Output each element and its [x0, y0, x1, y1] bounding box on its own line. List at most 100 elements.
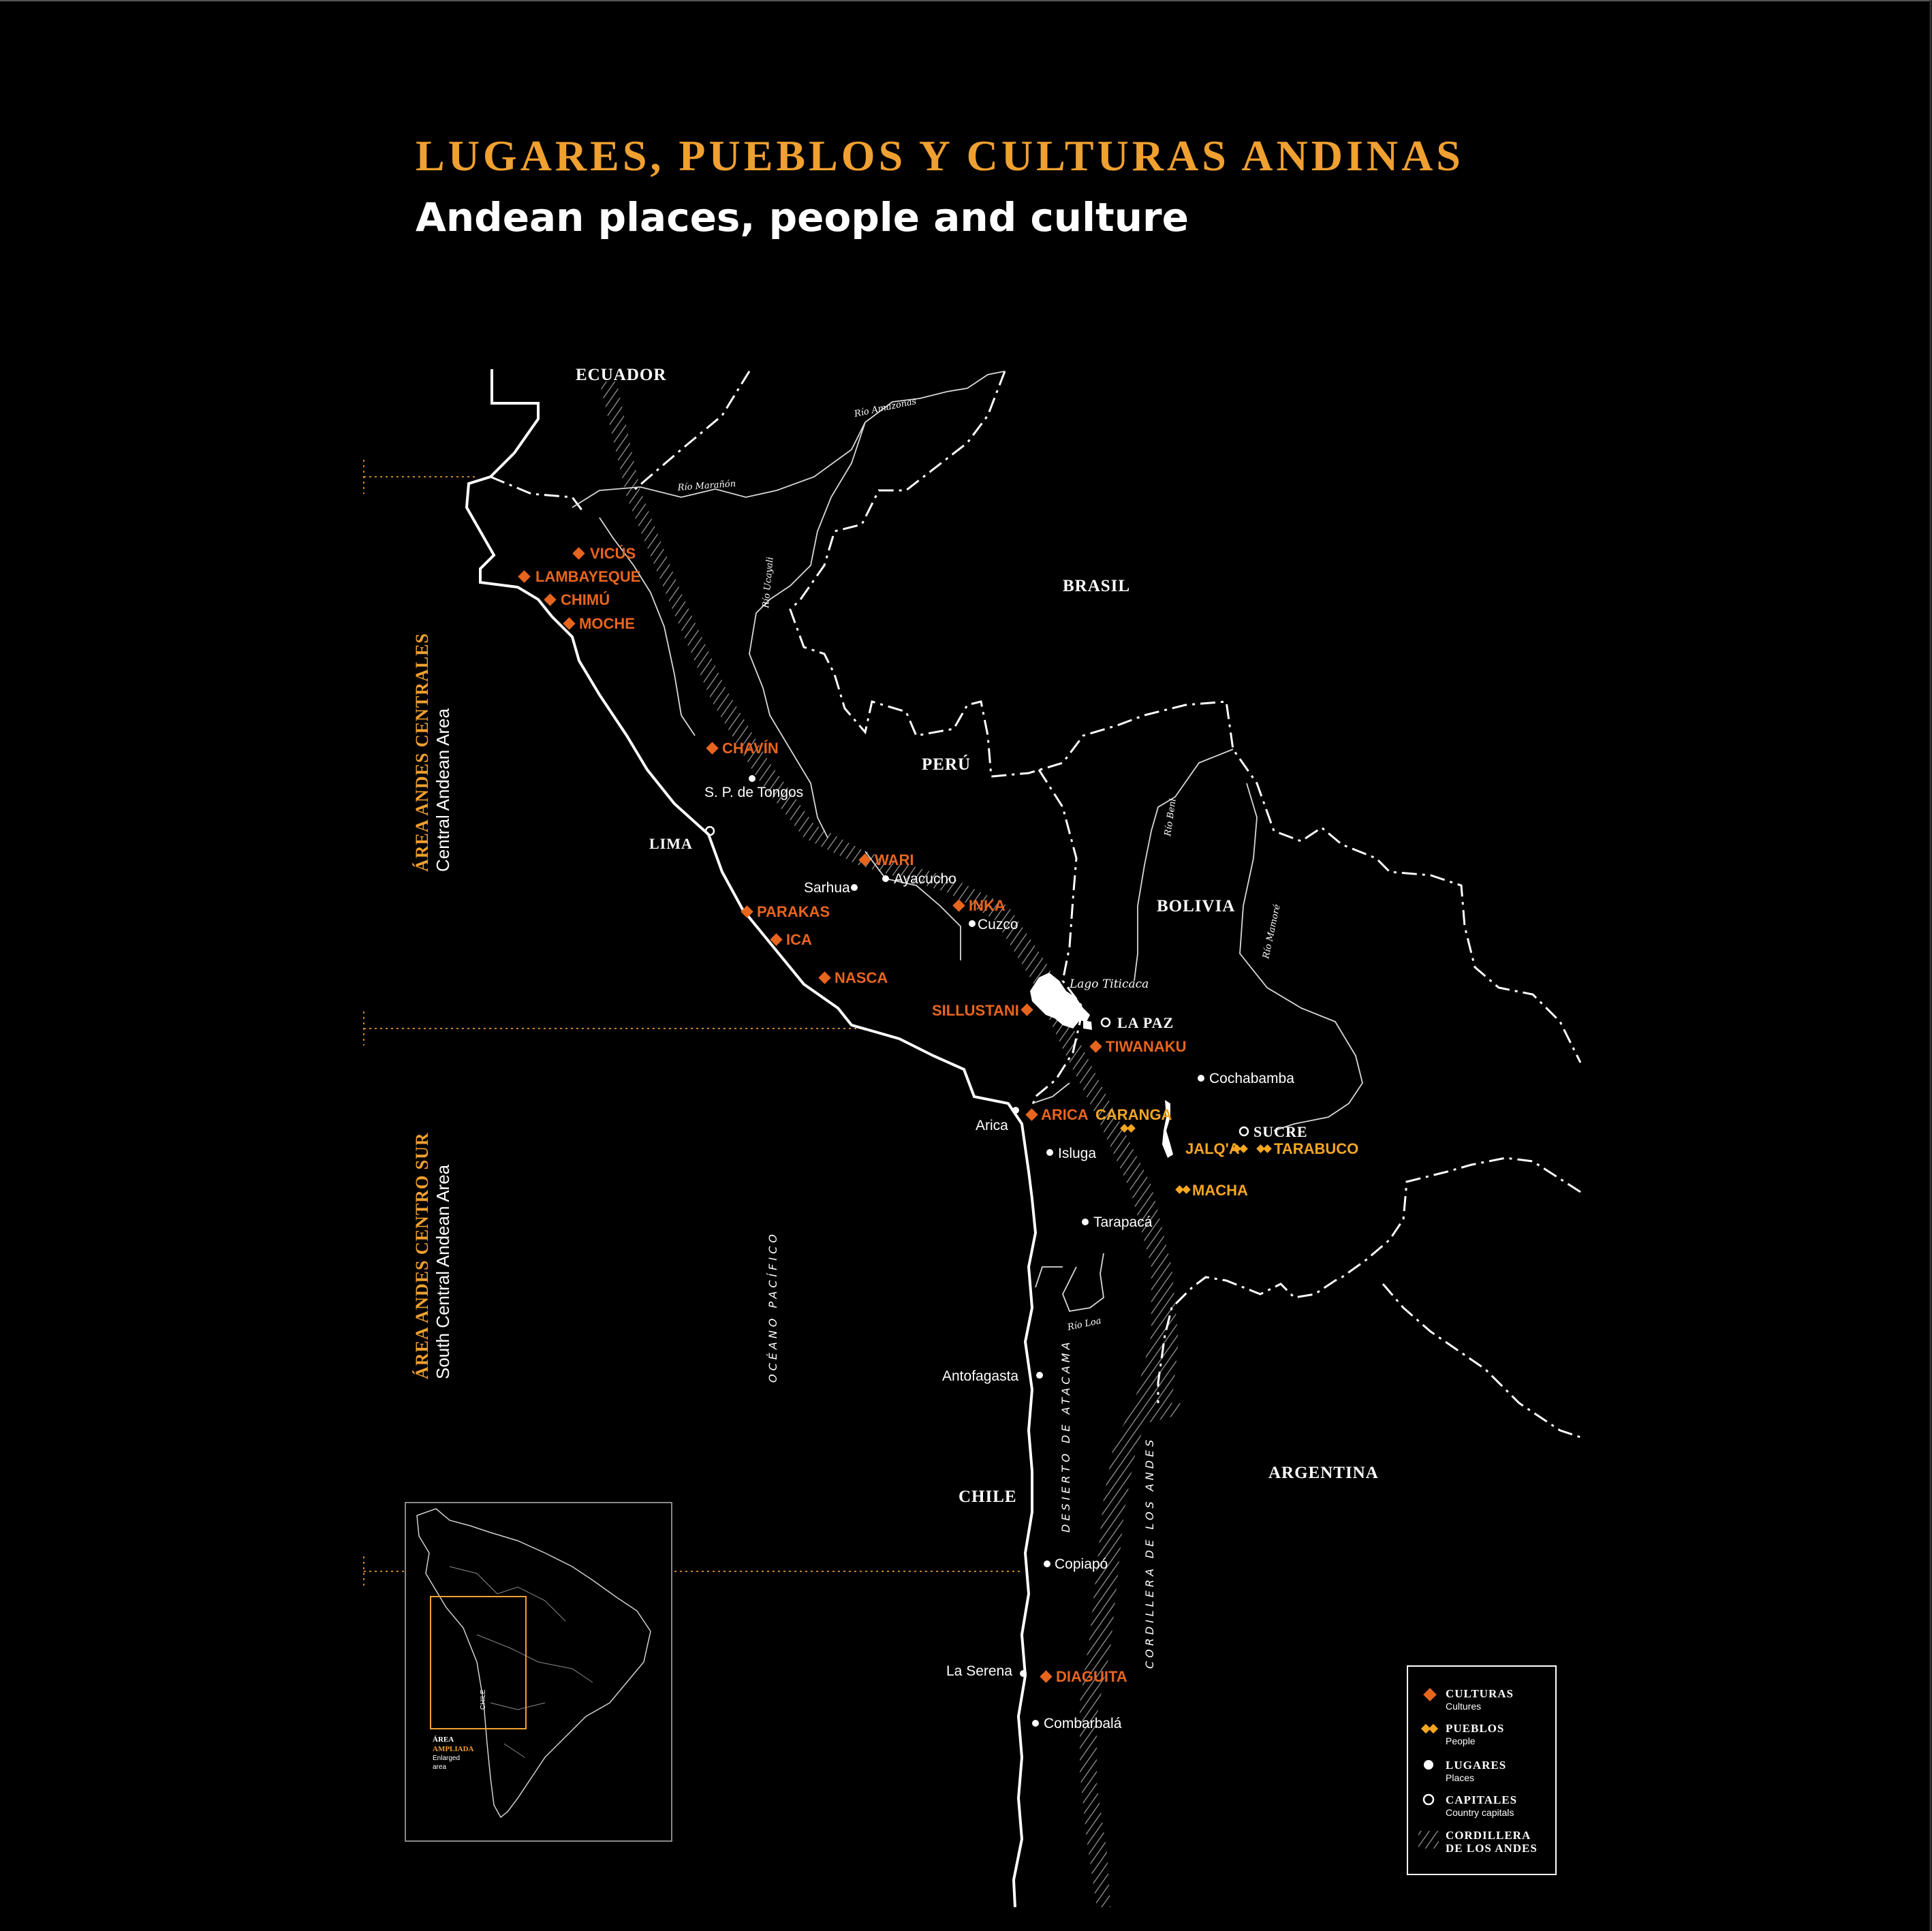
river-ucayali-label: Río Ucayali — [761, 556, 776, 609]
culture-sillustani: SILLUSTANI — [932, 1002, 1033, 1019]
svg-text:CHAVÍN: CHAVÍN — [722, 740, 779, 757]
capital-lapaz: LA PAZ — [1100, 1014, 1174, 1031]
svg-text:Ayacucho: Ayacucho — [894, 871, 956, 887]
country-bolivia: BOLIVIA — [1157, 897, 1235, 915]
svg-text:CORDILLERA: CORDILLERA — [1446, 1829, 1531, 1842]
svg-text:LIMA: LIMA — [649, 835, 693, 852]
svg-text:Cultures: Cultures — [1446, 1701, 1481, 1712]
inset-frame — [405, 1502, 672, 1842]
page-title: LUGARES, PUEBLOS Y CULTURAS ANDINAS — [416, 131, 1464, 180]
inset-chile-label: CHILE — [480, 1689, 487, 1710]
river-beni-label: Río Beni — [1163, 798, 1179, 837]
culture-diaguita: DIAGUITA — [1040, 1668, 1127, 1685]
culture-nasca: NASCA — [818, 969, 888, 986]
svg-text:People: People — [1446, 1736, 1476, 1746]
svg-text:JALQ'A: JALQ'A — [1185, 1140, 1240, 1157]
svg-text:LAMBAYEQUE: LAMBAYEQUE — [535, 568, 640, 585]
svg-text:Sarhua: Sarhua — [804, 880, 850, 896]
svg-text:TIWANAKU: TIWANAKU — [1106, 1038, 1187, 1055]
svg-text:La Serena: La Serena — [946, 1663, 1012, 1679]
country-argentina: ARGENTINA — [1268, 1464, 1379, 1482]
culture-arica: ARICA — [1025, 1106, 1089, 1123]
svg-text:CARANGA: CARANGA — [1095, 1106, 1172, 1123]
svg-text:Cuzco: Cuzco — [978, 917, 1018, 932]
svg-text:MOCHE: MOCHE — [579, 615, 635, 632]
country-peru: PERÚ — [922, 755, 971, 774]
svg-text:LA PAZ: LA PAZ — [1117, 1014, 1174, 1031]
svg-text:CULTURAS: CULTURAS — [1446, 1687, 1514, 1700]
svg-text:Copiapó: Copiapó — [1055, 1556, 1108, 1572]
borders — [490, 371, 1582, 1439]
svg-text:INKA: INKA — [969, 897, 1006, 914]
culture-lambayeque: LAMBAYEQUE — [518, 568, 640, 585]
culture-inka: INKA — [952, 897, 1006, 914]
ocean-label: OCÉANO PACÍFICO — [766, 1231, 779, 1383]
svg-text:Combarbalá: Combarbalá — [1044, 1716, 1122, 1731]
svg-text:CAPITALES: CAPITALES — [1446, 1793, 1517, 1806]
culture-chimu: CHIMÚ — [544, 591, 610, 608]
cordillera-label: CORDILLERA DE LOS ANDES — [1143, 1437, 1156, 1669]
inset-continent — [416, 1508, 651, 1819]
lake-label: Lago Titicaca — [1069, 977, 1149, 991]
svg-text:S. P. de Tongos: S. P. de Tongos — [704, 785, 803, 800]
coastline — [465, 369, 1038, 1908]
place-laserena: La Serena — [946, 1663, 1027, 1679]
culture-wari: WARI — [858, 851, 914, 868]
svg-text:Arica: Arica — [976, 1118, 1008, 1133]
svg-text:TARABUCO: TARABUCO — [1274, 1140, 1358, 1157]
svg-text:Isluga: Isluga — [1058, 1146, 1096, 1161]
place-cuzco: Cuzco — [969, 917, 1018, 932]
place-antofagasta: Antofagasta — [942, 1368, 1043, 1384]
svg-text:MACHA: MACHA — [1192, 1182, 1248, 1199]
salar-jalqa — [1162, 1100, 1173, 1158]
area-dividers — [363, 460, 1022, 1587]
place-arica: Arica — [976, 1107, 1019, 1133]
capital-sucre: SUCRE — [1238, 1123, 1308, 1140]
legend: CULTURAS Cultures PUEBLOS People LUGARES… — [1407, 1665, 1557, 1875]
legend-capitales: CAPITALES Country capitals — [1422, 1793, 1517, 1818]
svg-text:PUEBLOS: PUEBLOS — [1446, 1722, 1504, 1735]
svg-text:ARICA: ARICA — [1041, 1106, 1089, 1123]
place-combarbala: Combarbalá — [1032, 1716, 1122, 1731]
svg-text:PARAKAS: PARAKAS — [757, 903, 830, 920]
svg-text:VICÚS: VICÚS — [590, 545, 636, 562]
peoples: CARANGA JALQ'A TARABUCO MACHA — [1095, 1106, 1358, 1199]
river-loa-label: Río Loa — [1066, 1316, 1102, 1333]
culture-parakas: PARAKAS — [741, 903, 830, 920]
capitals: LIMA LA PAZ SUCRE — [649, 826, 1308, 1140]
culture-chavin: CHAVÍN — [706, 740, 779, 757]
inset-ampliada: AMPLIADA — [433, 1745, 474, 1753]
svg-text:DE LOS ANDES: DE LOS ANDES — [1446, 1842, 1538, 1855]
legend-culturas: CULTURAS Cultures — [1423, 1687, 1514, 1712]
country-brasil: BRASIL — [1063, 577, 1130, 595]
legend-lugares: LUGARES Places — [1424, 1759, 1506, 1783]
svg-text:Tarapacá: Tarapacá — [1093, 1214, 1153, 1230]
country-ecuador: ECUADOR — [576, 366, 666, 384]
svg-text:NASCA: NASCA — [835, 969, 888, 986]
inset-area-en: area — [433, 1763, 446, 1771]
place-cochabamba: Cochabamba — [1198, 1071, 1294, 1086]
svg-text:Cochabamba: Cochabamba — [1209, 1071, 1294, 1086]
svg-text:SUCRE: SUCRE — [1253, 1123, 1308, 1140]
svg-text:Places: Places — [1446, 1772, 1474, 1783]
place-copiapo: Copiapó — [1044, 1556, 1108, 1572]
place-spdetongos: S. P. de Tongos — [704, 775, 803, 800]
inset-enlarged-area — [430, 1596, 527, 1729]
rivers — [572, 371, 1363, 1313]
country-chile: CHILE — [959, 1488, 1017, 1506]
people-caranga: CARANGA — [1095, 1106, 1172, 1133]
culture-vicus: VICÚS — [572, 545, 636, 562]
river-mamore-label: Río Mamoré — [1261, 903, 1283, 960]
svg-text:LUGARES: LUGARES — [1446, 1759, 1506, 1772]
svg-text:CHIMÚ: CHIMÚ — [561, 591, 610, 608]
inset-borders — [449, 1566, 593, 1758]
place-tarapaca: Tarapacá — [1082, 1214, 1153, 1230]
river-maranon-label: Río Marañón — [676, 479, 736, 493]
svg-text:SILLUSTANI: SILLUSTANI — [932, 1002, 1019, 1019]
svg-text:Country capitals: Country capitals — [1446, 1807, 1514, 1818]
capital-lima: LIMA — [649, 826, 715, 852]
place-ayacucho: Ayacucho — [882, 871, 956, 887]
desert-label: DESIERTO DE ATACAMA — [1059, 1339, 1072, 1533]
people-macha: MACHA — [1175, 1182, 1248, 1199]
svg-text:DIAGUITA: DIAGUITA — [1056, 1668, 1127, 1685]
